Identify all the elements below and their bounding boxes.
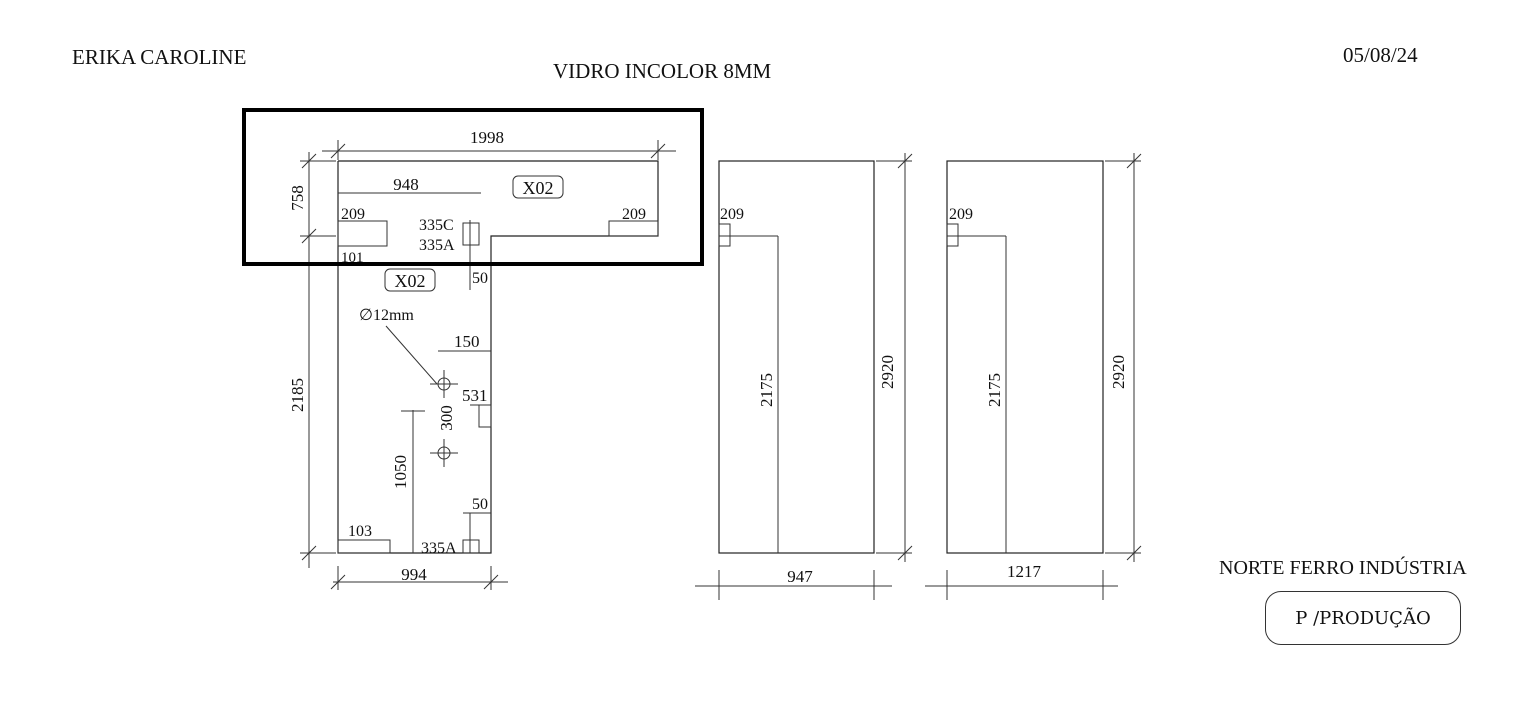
dim-label-50-top: 50 bbox=[472, 270, 488, 287]
dim-slash bbox=[1126, 153, 1142, 169]
hinge-label-335a-bottom: 335A bbox=[421, 540, 457, 557]
dim-label-50-bottom: 50 bbox=[472, 496, 488, 513]
client-name: ERIKA CAROLINE bbox=[72, 45, 247, 69]
hole-diameter-label: ∅12mm bbox=[359, 307, 414, 324]
piece-3-width-label: 1217 bbox=[1007, 562, 1042, 581]
highlight-frame bbox=[242, 108, 704, 266]
piece-2-notch bbox=[718, 223, 731, 247]
dim-slash bbox=[897, 545, 913, 561]
dim-label-1050: 1050 bbox=[391, 455, 410, 489]
hinge-bottom bbox=[462, 539, 480, 554]
piece-3-outline bbox=[946, 160, 1104, 554]
dim-slash bbox=[330, 574, 346, 590]
dim-label-1998: 1998 bbox=[470, 128, 504, 147]
piece-1-outline bbox=[337, 160, 659, 554]
dim-label-531: 531 bbox=[462, 386, 488, 405]
notch-label-209-left: 209 bbox=[341, 206, 365, 223]
tag-box-top bbox=[512, 175, 564, 199]
hole-leader-line bbox=[385, 325, 438, 385]
piece-2: 209 2175 2920 947 bbox=[695, 153, 913, 600]
piece-1: 1998 758 2185 948 X02 209 209 101 335C 3… bbox=[242, 108, 704, 590]
hinge-label-335a-top: 335A bbox=[419, 237, 455, 254]
piece-3-notch-label: 209 bbox=[949, 206, 973, 223]
dim-label-994: 994 bbox=[401, 565, 427, 584]
dim-slash bbox=[301, 228, 317, 244]
dim-slash bbox=[330, 143, 346, 159]
tag-x02-top: X02 bbox=[523, 178, 554, 198]
dim-slash bbox=[897, 153, 913, 169]
company-name: NORTE FERRO INDÚSTRIA bbox=[1219, 557, 1467, 579]
dim-label-758: 758 bbox=[288, 185, 307, 211]
piece-2-notch-label: 209 bbox=[720, 206, 744, 223]
piece-2-height-label: 2920 bbox=[878, 355, 897, 389]
hinge-top bbox=[462, 222, 480, 246]
material-title: VIDRO INCOLOR 8MM bbox=[553, 59, 772, 83]
notch-top-left bbox=[337, 220, 388, 247]
dim-label-150: 150 bbox=[454, 332, 480, 351]
notch-top-right bbox=[608, 220, 659, 237]
production-stamp: P /PRODUÇÃO bbox=[1265, 591, 1461, 645]
tag-x02-bottom: X02 bbox=[395, 271, 426, 291]
dim-slash bbox=[301, 545, 317, 561]
dim-slash bbox=[301, 153, 317, 169]
dim-slash bbox=[483, 574, 499, 590]
tag-box-bottom bbox=[384, 268, 436, 292]
piece-2-inner-height-label: 2175 bbox=[757, 373, 776, 407]
dim-slash bbox=[1126, 545, 1142, 561]
piece-2-outline bbox=[718, 160, 875, 554]
piece-3-height-label: 2920 bbox=[1109, 355, 1128, 389]
piece-3-inner-height-label: 2175 bbox=[985, 373, 1004, 407]
piece-3: 209 2175 2920 1217 bbox=[925, 153, 1142, 600]
piece-3-notch bbox=[946, 223, 959, 247]
dim-slash bbox=[650, 143, 666, 159]
notch-label-209-right: 209 bbox=[622, 206, 646, 223]
drawing-date: 05/08/24 bbox=[1343, 43, 1418, 67]
piece-2-width-label: 947 bbox=[787, 567, 813, 586]
dim-label-300: 300 bbox=[437, 405, 456, 431]
side-notch bbox=[478, 404, 492, 428]
hinge-label-335c: 335C bbox=[419, 217, 454, 234]
dim-label-2185: 2185 bbox=[288, 378, 307, 412]
dim-label-948: 948 bbox=[393, 175, 419, 194]
notch-label-103: 103 bbox=[348, 523, 372, 540]
notch-bottom-left bbox=[337, 539, 391, 554]
production-stamp-label: P /PRODUÇÃO bbox=[1295, 607, 1431, 629]
